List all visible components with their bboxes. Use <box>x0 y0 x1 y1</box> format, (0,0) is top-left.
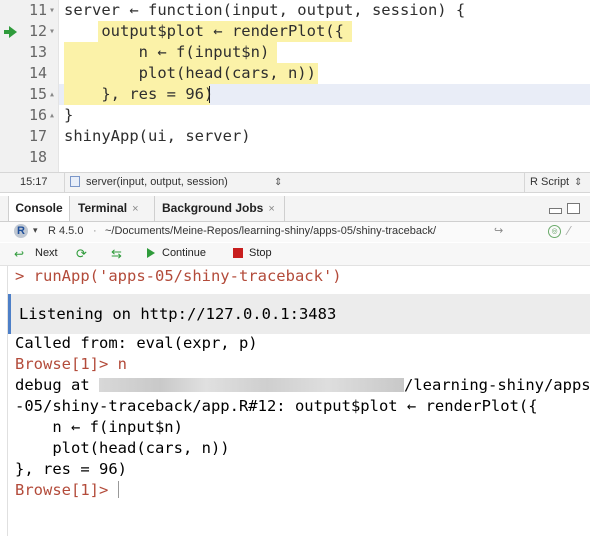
code-text: server ← function(input, output, session… <box>64 1 466 19</box>
browse-prompt: Browse[1]> <box>15 481 109 499</box>
r-version: R 4.5.0 <box>48 225 84 237</box>
redacted-path <box>99 378 404 392</box>
debug-output-line: n ← f(input$n) <box>15 418 183 436</box>
next-step-icon[interactable]: ↩ <box>14 247 25 261</box>
editor-status-bar: 15:17 server(input, output, session) ⇕ R… <box>0 172 590 193</box>
goto-directory-icon[interactable]: ↪ <box>494 225 504 237</box>
console-command-line: > runApp('apps-05/shiny-traceback') <box>15 266 342 287</box>
console-prompt: > <box>15 267 25 285</box>
debug-highlight <box>98 21 352 42</box>
debug-output-line: -05/shiny-traceback/app.R#12: output$plo… <box>15 397 538 415</box>
code-text: shinyApp(ui, server) <box>64 127 251 145</box>
editor-line[interactable]: 16 ▴ } <box>0 105 590 126</box>
debug-highlight <box>64 84 210 105</box>
close-icon[interactable]: × <box>268 203 275 215</box>
code-text: }, res = 96) <box>64 85 214 103</box>
editor-line[interactable]: 13 n ← f(input$n) <box>0 42 590 63</box>
cursor-position: 15:17 <box>20 176 48 188</box>
text-cursor <box>209 86 210 103</box>
browse-prompt: Browse[1]> <box>15 355 109 373</box>
maximize-pane-icon[interactable] <box>567 203 580 214</box>
tab-label: Background Jobs <box>162 201 264 215</box>
editor-line[interactable]: 15 ▴ }, res = 96) <box>0 84 590 105</box>
editor-line[interactable]: 18 <box>0 147 590 168</box>
console-input-line[interactable]: Browse[1]> <box>15 480 120 501</box>
console-tab-bar: Console Terminal × Background Jobs × <box>0 196 590 222</box>
fold-toggle-icon[interactable]: ▴ <box>49 89 56 100</box>
console-command: runApp('apps-05/shiny-traceback') <box>24 267 342 285</box>
finish-function-icon[interactable]: ⇆ <box>111 246 122 261</box>
line-number: 16 <box>28 106 47 124</box>
line-number: 15 <box>28 85 47 103</box>
debug-output-line: }, res = 96) <box>15 460 127 478</box>
line-number: 18 <box>28 148 47 166</box>
stop-icon[interactable] <box>233 248 243 258</box>
chevron-updown-icon[interactable]: ⇕ <box>274 177 283 188</box>
broom-status-icon[interactable]: ◎ <box>548 225 561 238</box>
working-directory-path[interactable]: ~/Documents/Meine-Repos/learning-shiny/a… <box>105 225 437 237</box>
console-cursor <box>118 481 120 498</box>
fold-toggle-icon[interactable]: ▴ <box>49 110 56 121</box>
listening-message: Listening on http://127.0.0.1:3483 <box>19 305 337 323</box>
tab-terminal[interactable]: Terminal × <box>78 196 155 221</box>
debug-at-label: debug at <box>15 376 99 394</box>
browse-input: n <box>108 355 127 373</box>
debug-highlight <box>64 63 318 84</box>
code-text: n ← f(input$n) <box>64 43 270 61</box>
code-editor[interactable]: 11 ▾ server ← function(input, output, se… <box>0 0 590 172</box>
console-output[interactable]: > runApp('apps-05/shiny-traceback') List… <box>7 266 590 536</box>
close-icon[interactable]: × <box>132 203 139 215</box>
editor-line[interactable]: 12 ▾ output$plot ← renderPlot({ <box>0 21 590 42</box>
tab-background-jobs[interactable]: Background Jobs × <box>162 196 285 221</box>
editor-line[interactable]: 17 shinyApp(ui, server) <box>0 126 590 147</box>
browse-input-line: Browse[1]> n <box>15 354 127 375</box>
fold-toggle-icon[interactable]: ▾ <box>49 5 56 16</box>
debug-arrow-icon <box>4 26 17 38</box>
file-type-dropdown[interactable]: R Script <box>530 176 570 188</box>
r-logo-icon: R <box>14 224 28 238</box>
next-button[interactable]: Next <box>35 247 58 259</box>
step-into-icon[interactable]: ⟳ <box>76 246 87 261</box>
line-number: 11 <box>28 1 47 19</box>
editor-line[interactable]: 14 plot(head(cars, n)) <box>0 63 590 84</box>
minimize-pane-icon[interactable] <box>549 208 562 214</box>
function-icon <box>70 176 80 187</box>
code-text: plot(head(cars, n)) <box>64 64 316 82</box>
tab-label: Terminal <box>78 201 128 215</box>
continue-icon[interactable] <box>147 248 155 258</box>
debug-path-end: /learning-shiny/apps <box>404 376 590 394</box>
listening-message-box: Listening on http://127.0.0.1:3483 <box>8 294 590 334</box>
fold-toggle-icon[interactable]: ▾ <box>49 26 56 37</box>
line-number: 13 <box>28 43 47 61</box>
continue-button[interactable]: Continue <box>162 247 207 259</box>
working-directory-bar: R ▾ R 4.5.0 · ~/Documents/Meine-Repos/le… <box>0 222 590 242</box>
debug-highlight <box>64 42 277 63</box>
line-number: 17 <box>28 127 47 145</box>
editor-line[interactable]: 11 ▾ server ← function(input, output, se… <box>0 0 590 21</box>
chevron-updown-icon[interactable]: ⇕ <box>574 177 583 188</box>
chevron-down-icon[interactable]: ▾ <box>33 225 38 235</box>
debug-output-line: plot(head(cars, n)) <box>15 439 230 457</box>
code-text: output$plot ← renderPlot({ <box>64 22 344 40</box>
debug-location-line: debug at /learning-shiny/apps <box>15 375 590 396</box>
tab-label: Console <box>15 201 63 215</box>
debug-toolbar: ↩ Next ⟳ ⇆ Continue Stop <box>0 243 590 266</box>
called-from-line: Called from: eval(expr, p) <box>15 334 258 352</box>
tab-console[interactable]: Console <box>8 196 70 221</box>
line-number: 14 <box>28 64 47 82</box>
code-text: } <box>64 106 74 124</box>
clear-console-icon[interactable]: ⁄ <box>568 223 571 238</box>
separator: · <box>93 225 97 237</box>
function-scope-dropdown[interactable]: server(input, output, session) <box>86 176 228 188</box>
line-number: 12 <box>28 22 47 40</box>
stop-button[interactable]: Stop <box>249 247 272 259</box>
